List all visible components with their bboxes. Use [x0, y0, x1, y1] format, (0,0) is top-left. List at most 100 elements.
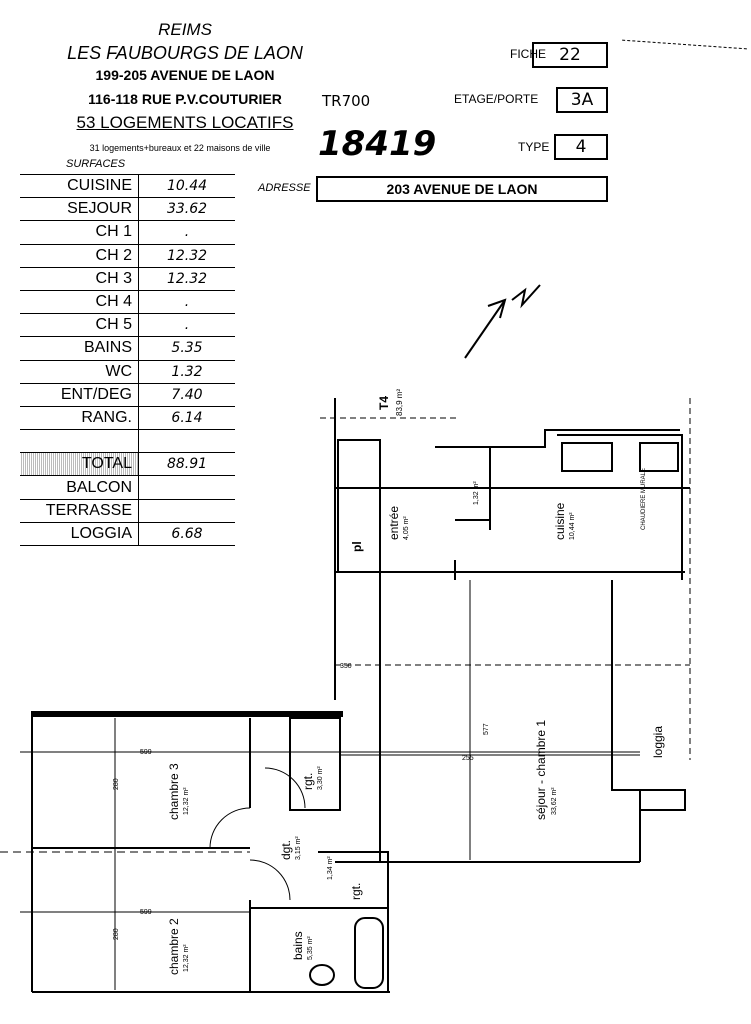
plan-entree-area: 4,05 m² [403, 516, 410, 540]
type-value: 4 [554, 134, 608, 160]
address-line-2: 116-118 RUE P.V.COUTURIER [88, 91, 282, 107]
surface-label: BAINS [20, 336, 139, 361]
plan-dgt: dgt. [279, 840, 293, 860]
plan-entree: entrée [387, 506, 401, 540]
surface-value: . [138, 290, 235, 315]
plan-dim: 280 [113, 778, 120, 790]
surface-label: TOTAL [20, 452, 139, 477]
plan-rgt2-area: 1,34 m² [327, 856, 334, 880]
surface-label: CH 4 [20, 290, 139, 315]
plan-dgt-area: 3,15 m² [295, 836, 302, 860]
plan-sejour-area: 33,62 m² [551, 787, 558, 815]
plan-rgt1-area: 3,30 m² [317, 766, 324, 790]
surface-value: 88.91 [138, 452, 235, 477]
surface-label: CUISINE [20, 175, 139, 199]
etage-value: 3A [556, 87, 608, 113]
surface-label: TERRASSE [20, 499, 139, 523]
type-label: TYPE [518, 140, 550, 154]
surface-value: 6.14 [138, 406, 235, 431]
surface-value: 12.32 [138, 267, 235, 291]
table-top-rule [20, 174, 235, 175]
surface-value: . [138, 220, 235, 245]
walls-upper [320, 398, 691, 863]
surface-value: 12.32 [138, 244, 235, 268]
handwritten-number: 18419 [318, 124, 437, 164]
surface-label: BALCON [20, 475, 139, 500]
city-title: REIMS [158, 20, 212, 39]
plan-cuisine-area: 10,44 m² [569, 512, 576, 540]
plan-dim: 255 [462, 755, 474, 762]
plan-t4-area: 83,9 m² [395, 389, 404, 416]
surface-value: 6.68 [138, 522, 235, 547]
surface-label: ENT/DEG [20, 383, 139, 407]
surface-label: LOGGIA [20, 522, 139, 547]
fiche-label: FICHE [510, 47, 546, 61]
plan-t4: T4 [377, 396, 391, 410]
surface-row: CH 4. [20, 290, 235, 315]
etage-label: ETAGE/PORTE [454, 92, 539, 106]
plan-dim: 350 [340, 663, 352, 670]
adresse-label: ADRESSE [258, 182, 311, 194]
surface-label: SEJOUR [20, 197, 139, 222]
surface-row [20, 429, 235, 454]
surface-row: TERRASSE [20, 499, 235, 523]
plan-rgt1: rgt. [301, 773, 315, 790]
surfaces-title: SURFACES [66, 158, 126, 170]
plan-dim: 577 [483, 723, 490, 735]
plan-loggia: loggia [651, 726, 665, 758]
surface-label: RANG. [20, 406, 139, 431]
program-title: LES FAUBOURGS DE LAON [67, 43, 303, 63]
surface-label [20, 429, 139, 454]
plan-bains: bains [291, 931, 305, 960]
plan-cuisine: cuisine [553, 502, 567, 540]
surface-value: . [138, 313, 235, 338]
surface-label: CH 3 [20, 267, 139, 291]
surface-value: 10.44 [138, 175, 235, 199]
plan-chambre3-area: 12,32 m² [183, 787, 190, 815]
plan-wc-area: 1,32 m² [473, 481, 480, 505]
north-arrow-icon [464, 284, 541, 359]
plan-chambre2-area: 12,32 m² [183, 944, 190, 972]
adresse-value: 203 AVENUE DE LAON [316, 176, 608, 202]
surface-value: 1.32 [138, 360, 235, 384]
surface-label: CH 2 [20, 244, 139, 268]
plan-chambre3: chambre 3 [167, 763, 181, 820]
units-title: 53 LOGEMENTS LOCATIFS [76, 113, 294, 132]
plan-bains-area: 5,35 m² [307, 936, 314, 960]
handwritten-tr: TR700 [322, 92, 371, 110]
plan-dim: 599 [140, 909, 152, 916]
plan-rgt2: rgt. [349, 883, 363, 900]
surface-value: 5.35 [138, 336, 235, 361]
surface-row: CH 1. [20, 220, 235, 245]
surface-row: RANG.6.14 [20, 406, 235, 431]
fiche-value: 22 [532, 42, 608, 68]
plan-dim: 599 [140, 749, 152, 756]
surface-value: 7.40 [138, 383, 235, 407]
plan-sejour: séjour - chambre 1 [534, 720, 548, 820]
units-detail: 31 logements+bureaux et 22 maisons de vi… [89, 143, 271, 153]
plan-chaudiere: CHAUDIERE MURALE [641, 468, 647, 530]
walls-lower [0, 711, 640, 993]
plan-pl: pl [350, 541, 364, 552]
surface-label: CH 5 [20, 313, 139, 338]
surface-value [138, 429, 235, 454]
plan-chambre2: chambre 2 [167, 918, 181, 975]
surface-row: CH 5. [20, 313, 235, 338]
surface-row: BALCON [20, 475, 235, 500]
surface-label: WC [20, 360, 139, 384]
address-line-1: 199-205 AVENUE DE LAON [95, 67, 275, 83]
surface-value: 33.62 [138, 197, 235, 222]
surface-value [138, 475, 235, 500]
surface-value [138, 499, 235, 523]
